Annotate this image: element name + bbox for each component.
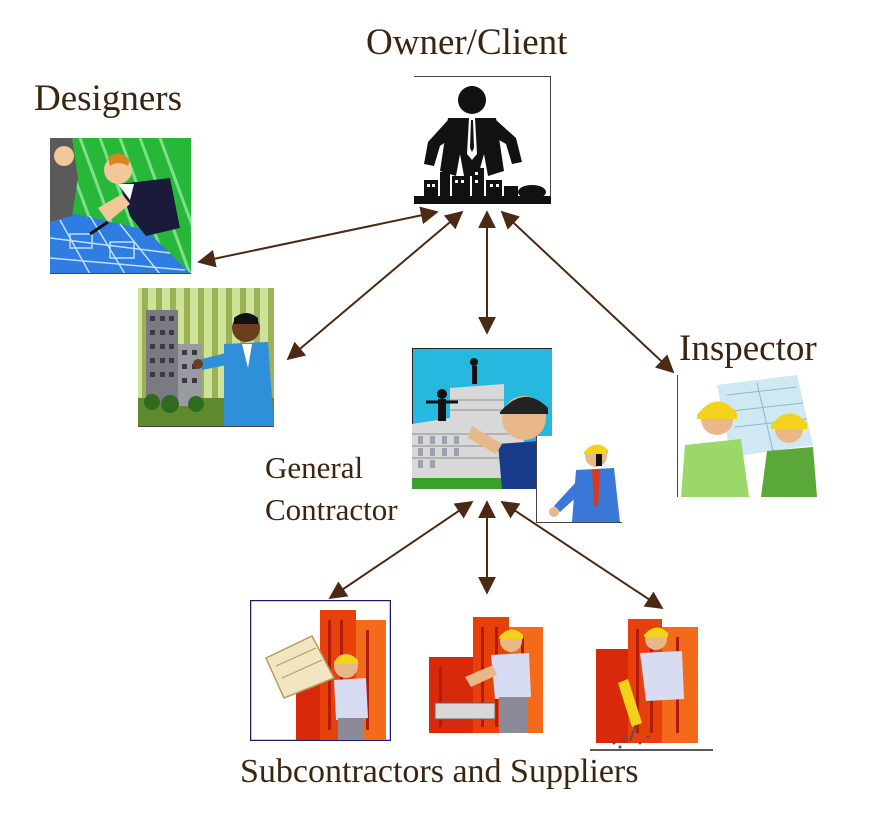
inspectors-blueprint-icon xyxy=(677,375,817,497)
inspector-label: Inspector xyxy=(679,328,817,369)
architect-building-icon xyxy=(138,288,274,427)
businessman-skyline-icon xyxy=(414,76,551,204)
general-contractor-label-line1: General xyxy=(265,450,364,485)
designers-label: Designers xyxy=(34,78,182,119)
owner-client-label: Owner/Client xyxy=(366,22,568,63)
arrow-contractor-sub-1 xyxy=(328,500,474,600)
arrow-owner-designer-2 xyxy=(286,210,464,361)
arrow-owner-designer-1 xyxy=(197,206,439,268)
worker-saw-icon xyxy=(425,617,546,733)
designers-blueprint-icon xyxy=(50,138,191,274)
worker-drill-icon xyxy=(590,613,713,751)
arrow-owner-inspector xyxy=(500,210,675,374)
arrow-contractor-sub-3 xyxy=(500,501,664,609)
subcontractors-label: Subcontractors and Suppliers xyxy=(240,753,639,790)
worker-plans-icon xyxy=(250,600,391,741)
